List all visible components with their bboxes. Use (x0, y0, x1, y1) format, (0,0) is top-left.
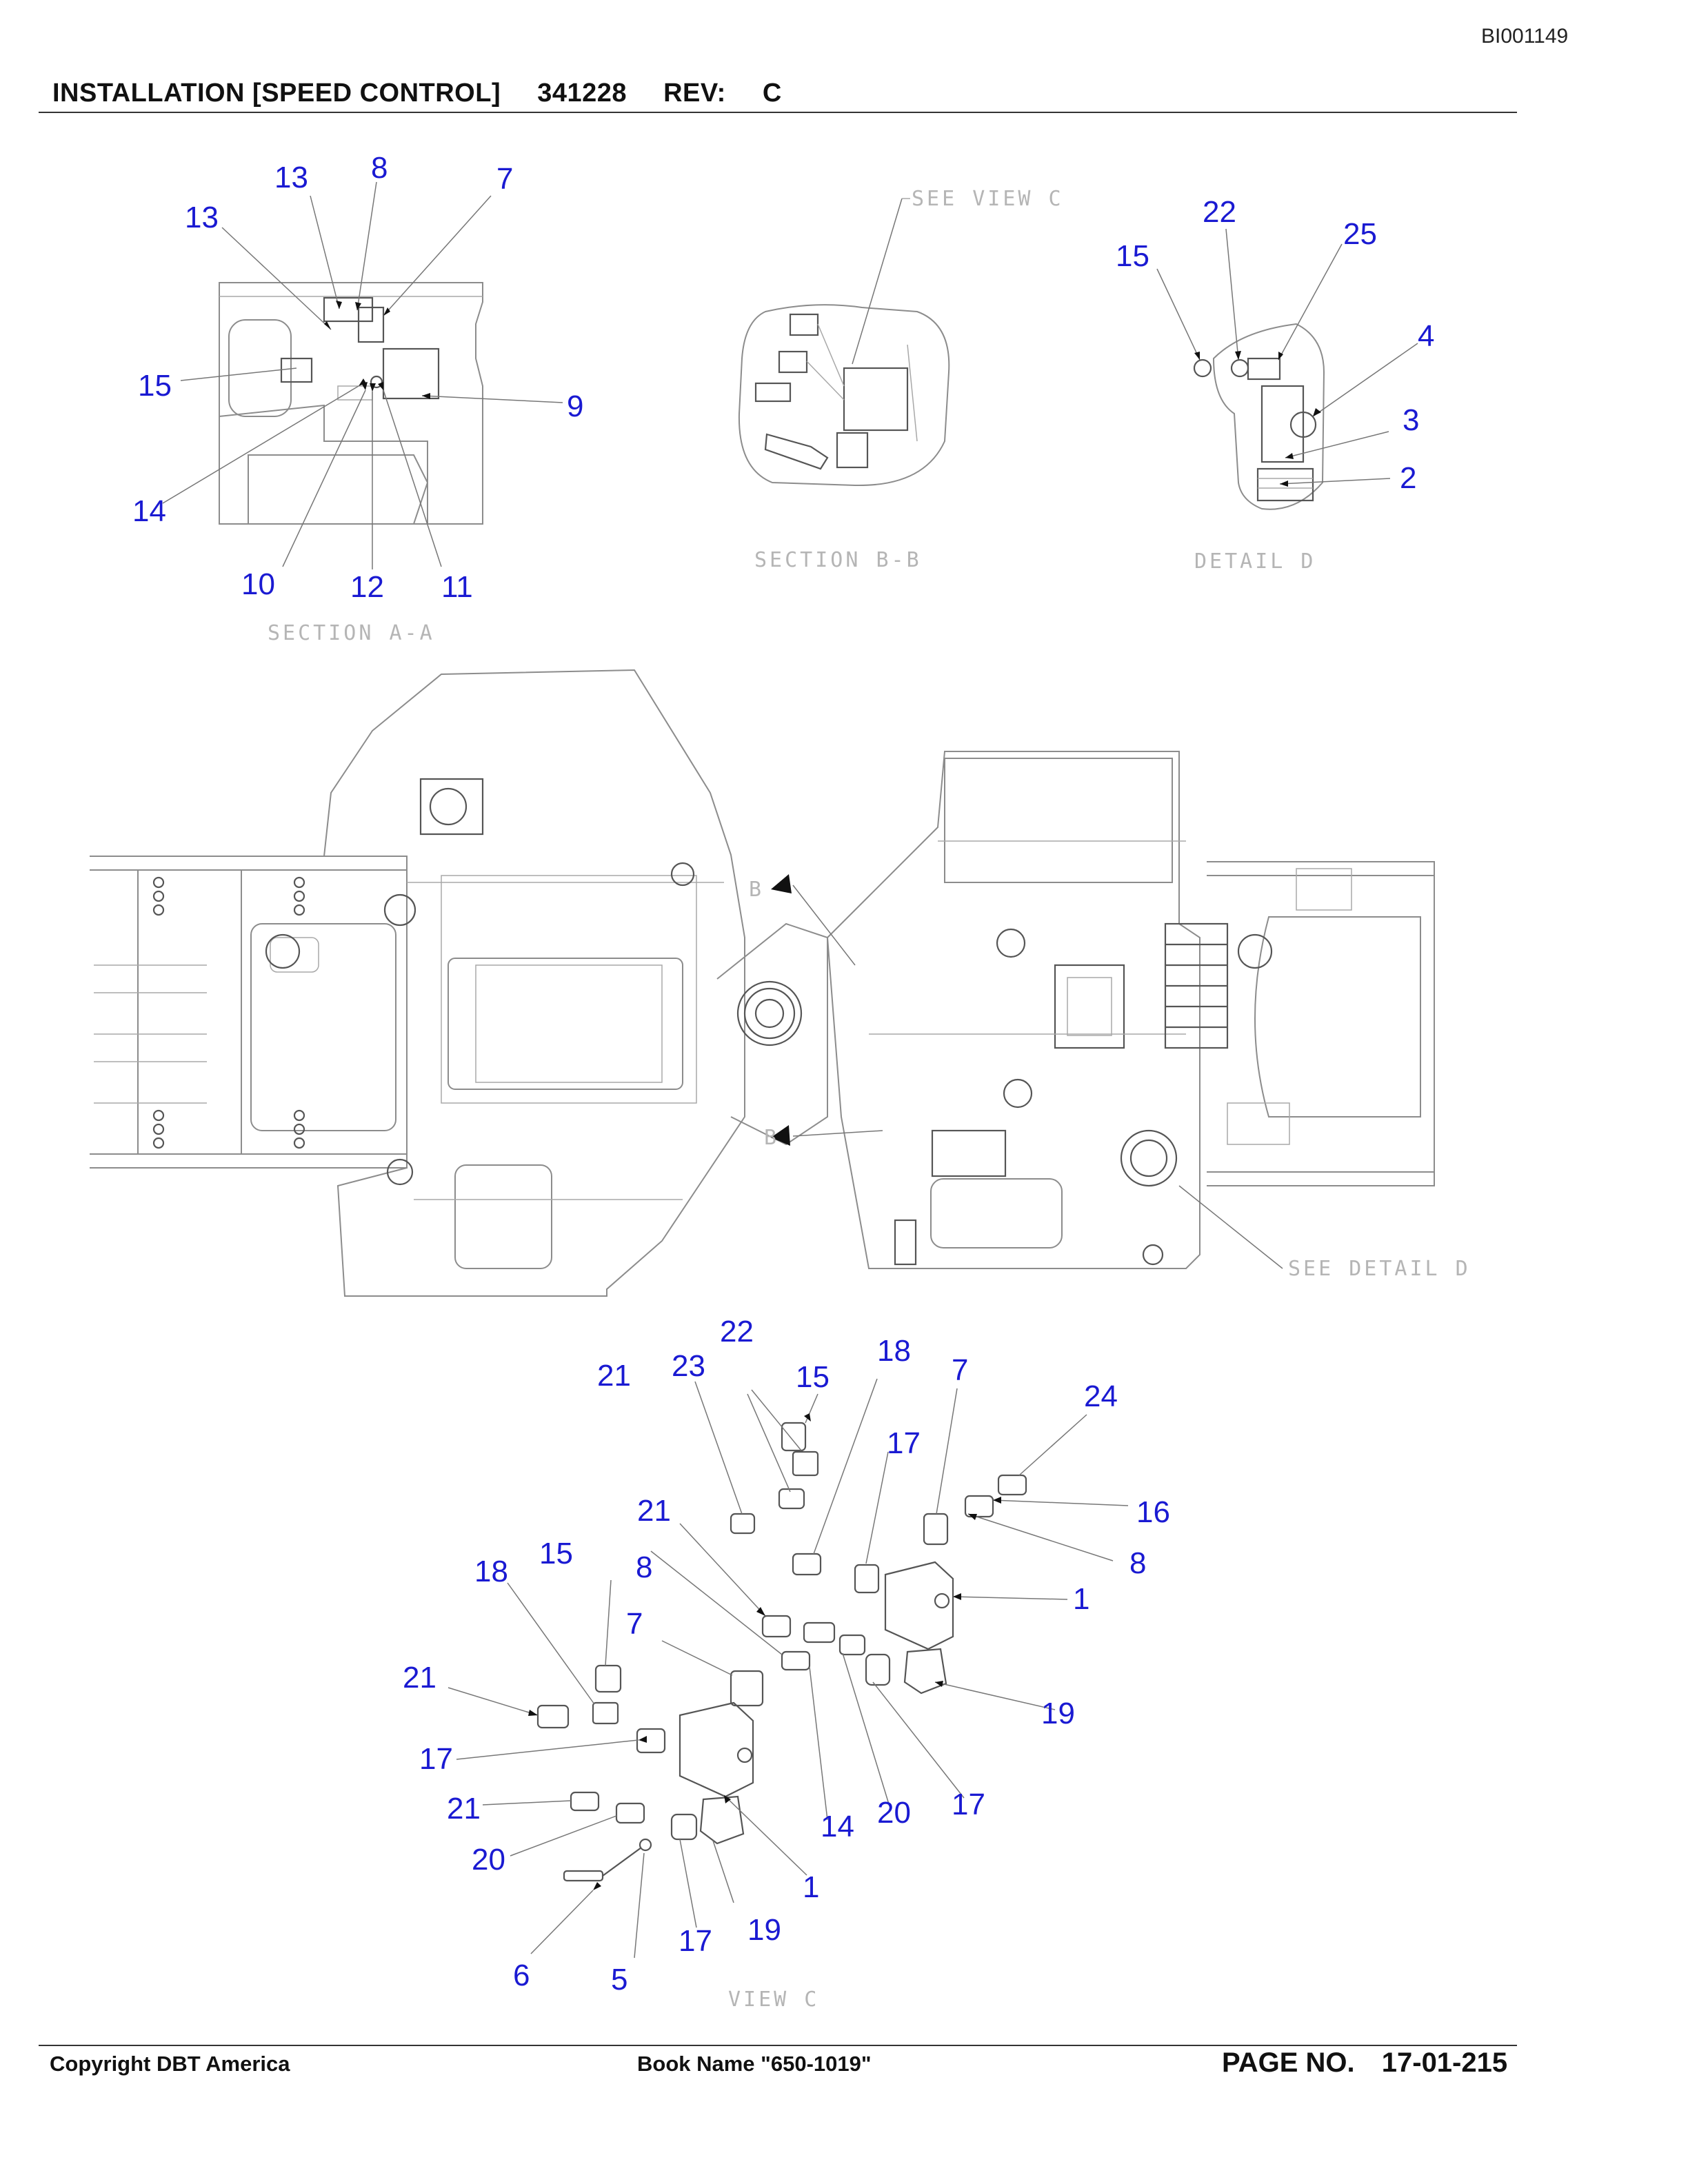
callout-view-c-7b: 7 (626, 1607, 643, 1641)
section-aa-label: SECTION A-A (268, 621, 435, 645)
callout-section-aa-7: 7 (496, 162, 513, 196)
title-rev-label: REV: (663, 79, 726, 108)
callout-section-aa-8: 8 (371, 151, 388, 185)
footer-page: PAGE NO. 17-01-215 (1222, 2048, 1507, 2079)
callout-view-c-20a: 20 (877, 1796, 911, 1830)
header-rule (39, 112, 1517, 113)
main-chassis-drawing (90, 669, 1435, 1297)
callout-view-c-18a: 18 (877, 1334, 911, 1368)
callout-section-aa-15: 15 (138, 369, 172, 403)
footer-rule (39, 2045, 1517, 2046)
document-id: BI001149 (1481, 25, 1569, 48)
callout-section-aa-10: 10 (241, 567, 275, 601)
section-bb-drawing (738, 198, 950, 487)
view-c-drawing (536, 1422, 1027, 1882)
callout-section-aa-13b: 13 (185, 201, 219, 234)
callout-view-c-16: 16 (1136, 1495, 1170, 1529)
view-c-label: VIEW C (728, 1988, 819, 2012)
callout-detail-d-4: 4 (1418, 319, 1434, 353)
detail-d-leaders (1156, 228, 1418, 487)
callout-view-c-21d: 21 (447, 1792, 481, 1826)
detail-d-label: DETAIL D (1194, 549, 1316, 574)
callout-view-c-21c: 21 (403, 1661, 436, 1695)
callout-view-c-6: 6 (513, 1959, 530, 1992)
section-bb-see-ref: SEE VIEW C (912, 187, 1064, 211)
callout-section-aa-13a: 13 (274, 161, 308, 194)
section-aa-drawing (219, 282, 483, 525)
callout-view-c-15b: 15 (539, 1537, 573, 1570)
footer-book-name: Book Name "650-1019" (637, 2052, 872, 2076)
main-view-see-detail-ref: SEE DETAIL D (1288, 1257, 1471, 1281)
callout-view-c-17c: 17 (952, 1788, 985, 1821)
callout-detail-d-22: 22 (1203, 195, 1236, 229)
callout-view-c-21a: 21 (597, 1359, 631, 1393)
callout-view-c-17d: 17 (679, 1924, 712, 1958)
title-rev-value: C (762, 79, 782, 108)
callout-section-aa-12: 12 (350, 570, 384, 604)
callout-view-c-23: 23 (672, 1349, 705, 1383)
page-title: INSTALLATION [SPEED CONTROL] 341228 REV:… (52, 79, 811, 108)
callout-view-c-1b: 1 (803, 1870, 819, 1904)
detail-d-drawing (1193, 323, 1325, 510)
callout-view-c-15a: 15 (796, 1360, 830, 1394)
section-marker-b-top: B (749, 878, 764, 902)
section-bb-label: SECTION B-B (754, 548, 922, 572)
footer-page-number: 17-01-215 (1381, 2048, 1508, 2078)
callout-view-c-1a: 1 (1073, 1582, 1089, 1616)
callout-view-c-22: 22 (720, 1315, 754, 1348)
callout-detail-d-15: 15 (1116, 239, 1149, 273)
callout-view-c-24: 24 (1084, 1379, 1118, 1413)
footer-page-label: PAGE NO. (1222, 2048, 1355, 2078)
callout-detail-d-2: 2 (1400, 461, 1416, 495)
callout-view-c-17b: 17 (419, 1742, 453, 1776)
callout-view-c-18b: 18 (474, 1555, 508, 1588)
callout-view-c-14: 14 (821, 1810, 854, 1843)
callout-view-c-19b: 19 (747, 1913, 781, 1947)
title-part-number: 341228 (537, 79, 627, 108)
callout-detail-d-25: 25 (1343, 217, 1377, 251)
section-marker-b-bottom: B (764, 1126, 779, 1150)
callout-view-c-5: 5 (611, 1963, 627, 1996)
callout-section-aa-14: 14 (132, 494, 166, 528)
callout-view-c-21b: 21 (637, 1494, 671, 1528)
callout-view-c-8b: 8 (636, 1550, 652, 1584)
callout-section-aa-11: 11 (441, 570, 473, 604)
callout-section-aa-9: 9 (567, 390, 583, 423)
callout-view-c-8a: 8 (1129, 1546, 1146, 1580)
callout-view-c-17a: 17 (887, 1426, 921, 1460)
callout-view-c-19a: 19 (1041, 1697, 1075, 1730)
callout-view-c-20b: 20 (472, 1843, 505, 1877)
view-c-leaders (448, 1378, 1129, 1959)
callout-view-c-7a: 7 (952, 1353, 968, 1387)
callout-detail-d-3: 3 (1403, 403, 1419, 437)
section-aa-leaders (162, 181, 563, 569)
title-name: INSTALLATION [SPEED CONTROL] (52, 79, 501, 108)
footer-copyright: Copyright DBT America (50, 2052, 290, 2076)
